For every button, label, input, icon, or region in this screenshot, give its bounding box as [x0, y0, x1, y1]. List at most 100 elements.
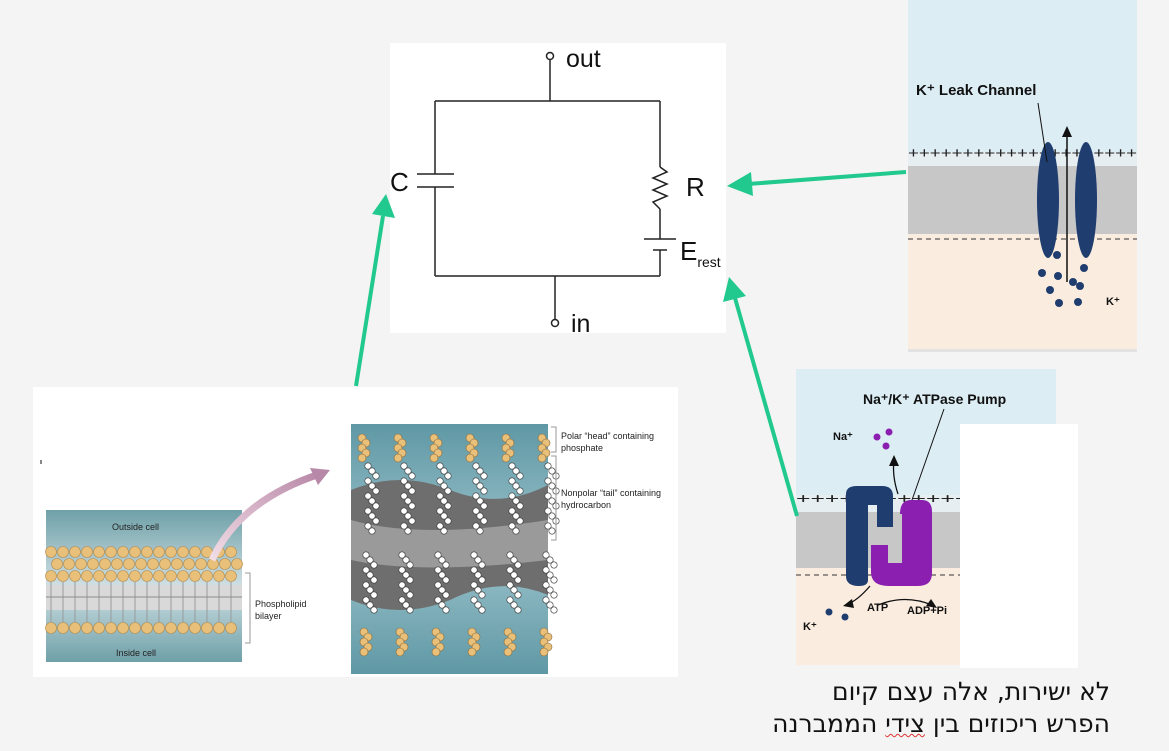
- lipid-head: [171, 558, 183, 570]
- pump-protein-right: [871, 500, 932, 586]
- capacitor-symbol: [417, 173, 454, 188]
- lipid-head: [548, 527, 556, 535]
- lipid-head: [398, 551, 406, 559]
- lipid-head: [51, 558, 63, 570]
- lipid-head: [476, 497, 484, 505]
- lipid-head: [117, 622, 129, 634]
- lipid-head: [506, 551, 514, 559]
- pump-protein-left: [846, 486, 893, 586]
- outside-cell-label: Outside cell: [112, 522, 159, 532]
- lipid-head: [364, 492, 372, 500]
- potassium-ions: [1038, 251, 1088, 307]
- lipid-head: [165, 570, 177, 582]
- circuit-panel: out in C R Erest: [390, 43, 726, 338]
- lipid-head: [442, 576, 450, 584]
- lipid-head: [93, 622, 105, 634]
- lipid-head: [189, 546, 201, 558]
- lipid-head: [370, 591, 378, 599]
- lipid-head: [510, 586, 518, 594]
- lipid-head: [372, 472, 380, 480]
- lipid-head: [153, 546, 165, 558]
- lipid-head: [514, 561, 522, 569]
- lipid-head: [434, 596, 442, 604]
- lipid-head: [404, 467, 412, 475]
- battery-symbol: [644, 238, 676, 251]
- sodium-label: Na⁺: [833, 431, 853, 443]
- lipid-head: [510, 601, 518, 609]
- lipid-head: [472, 507, 480, 515]
- lipid-head: [402, 586, 410, 594]
- resistor-symbol: [651, 166, 669, 210]
- lipid-head: [105, 622, 117, 634]
- leak-channel-title: K⁺ Leak Channel: [916, 82, 1036, 99]
- lipid-head: [438, 556, 446, 564]
- lipid-head: [177, 546, 189, 558]
- lipid-head: [472, 522, 480, 530]
- lipid-head: [87, 558, 99, 570]
- lipid-head: [57, 570, 69, 582]
- lipid-head: [474, 601, 482, 609]
- lipid-head: [368, 527, 376, 535]
- lipid-head: [436, 507, 444, 515]
- lipid-head: [542, 581, 550, 589]
- lipid-head: [366, 556, 374, 564]
- leak-ion-label: K⁺: [1106, 296, 1120, 308]
- lipid-head: [510, 556, 518, 564]
- lipid-head: [402, 601, 410, 609]
- pump-panel: ++++++++++++++++++ Na⁺/K⁺ ATPase Pump Na…: [796, 369, 1078, 668]
- lipid-head: [472, 492, 480, 500]
- lipid-head: [476, 482, 484, 490]
- lipid-head: [57, 622, 69, 634]
- lipid-head: [93, 570, 105, 582]
- lipid-head: [539, 647, 549, 657]
- lipid-head: [141, 546, 153, 558]
- pump-title: Na⁺/K⁺ ATPase Pump: [863, 391, 1006, 407]
- lipid-head: [177, 570, 189, 582]
- lipid-head: [546, 586, 554, 594]
- lipid-head: [506, 596, 514, 604]
- lipid-head: [368, 467, 376, 475]
- lipid-head: [117, 546, 129, 558]
- green-arrows: [354, 170, 907, 517]
- lipid-head: [546, 571, 554, 579]
- lipid-head: [510, 571, 518, 579]
- lipid-head: [400, 522, 408, 530]
- lipid-head: [406, 591, 414, 599]
- lipid-head: [440, 512, 448, 520]
- lipid-head: [542, 551, 550, 559]
- lipid-head: [444, 517, 452, 525]
- lipid-head: [400, 477, 408, 485]
- caption-squiggle-word: צידי: [885, 709, 925, 738]
- lipid-head: [135, 558, 147, 570]
- lipid-head: [69, 570, 81, 582]
- lipid-head: [99, 558, 111, 570]
- lipid-head: [472, 462, 480, 470]
- lipid-head: [438, 601, 446, 609]
- lipid-head: [546, 601, 554, 609]
- lipid-head: [436, 492, 444, 500]
- lipid-head: [444, 487, 452, 495]
- lipid-head: [408, 502, 416, 510]
- lipid-head: [400, 462, 408, 470]
- lipid-head: [548, 467, 556, 475]
- lipid-head: [404, 512, 412, 520]
- lipid-head: [465, 453, 475, 463]
- lipid-head: [478, 591, 486, 599]
- inside-cell-label: Inside cell: [116, 648, 156, 658]
- lipid-head: [512, 467, 520, 475]
- capacitor-label: C: [390, 167, 409, 197]
- lipid-head: [45, 570, 57, 582]
- lipid-head: [117, 570, 129, 582]
- lipid-head: [368, 482, 376, 490]
- lipid-head: [153, 622, 165, 634]
- atp-label: ATP: [867, 602, 888, 614]
- lipid-head: [508, 522, 516, 530]
- lipid-head: [440, 467, 448, 475]
- lipid-head: [57, 546, 69, 558]
- lipid-head: [542, 566, 550, 574]
- in-terminal-label: in: [571, 310, 590, 338]
- lipid-head: [550, 561, 558, 569]
- lipid-head: [362, 581, 370, 589]
- lipid-head: [402, 571, 410, 579]
